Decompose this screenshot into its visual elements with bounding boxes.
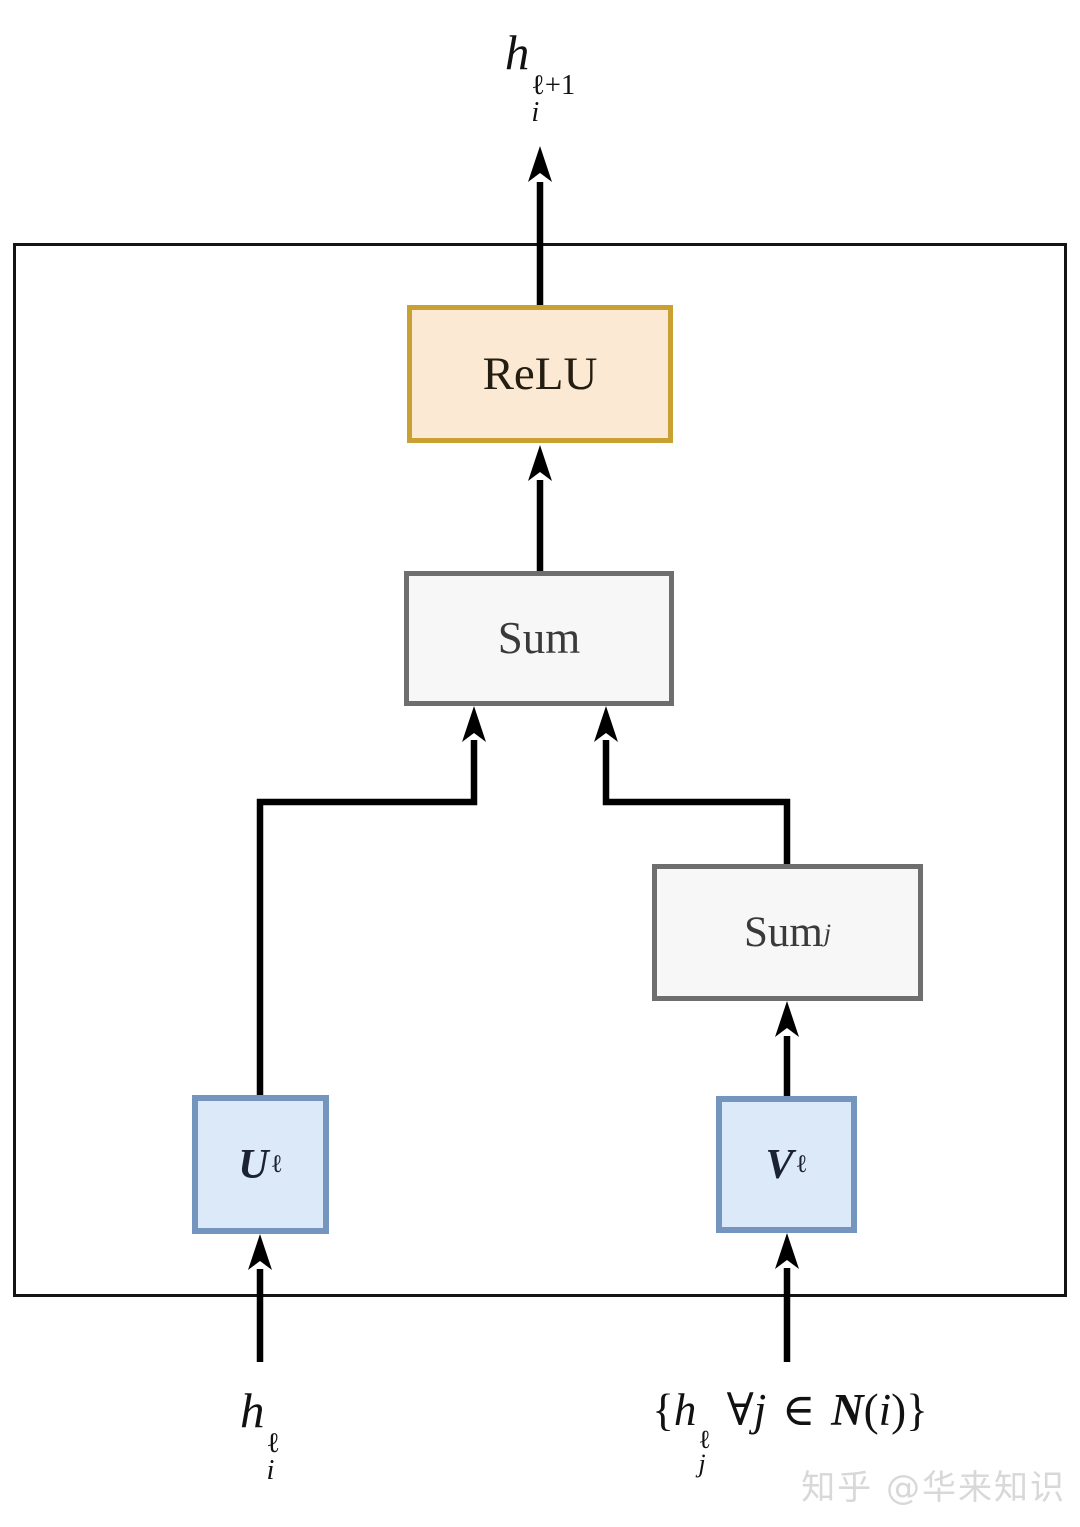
u-weight-superscript: ℓ: [270, 1150, 283, 1178]
paren-open: (: [863, 1385, 879, 1435]
set-close-brace: }: [906, 1385, 928, 1435]
set-open-brace: {: [652, 1385, 674, 1435]
u-weight-base: U: [238, 1141, 269, 1188]
element-of-symbol: ∈: [782, 1385, 816, 1435]
paren-close: ): [891, 1385, 907, 1435]
relu-block: ReLU: [407, 305, 673, 443]
output-label-base: h: [504, 25, 530, 80]
watermark-text: 知乎 @华来知识: [801, 1468, 1066, 1508]
forall-symbol: ∀: [726, 1385, 754, 1435]
set-superscript: ℓ: [698, 1424, 711, 1454]
sum-j-block-subscript: j: [823, 917, 832, 947]
node-variable: i: [878, 1385, 892, 1435]
input-left-base: h: [239, 1383, 265, 1438]
output-label-superscript: ℓ+1: [531, 69, 576, 101]
input-left-subscript: i: [266, 1454, 275, 1486]
v-weight-base: V: [765, 1141, 794, 1188]
set-subscript: j: [698, 1449, 706, 1479]
output-arrowhead: [528, 146, 552, 182]
set-base: h: [673, 1385, 697, 1435]
sum-block-label: Sum: [497, 613, 581, 663]
forall-variable: j: [753, 1385, 767, 1435]
v-weight-superscript: ℓ: [795, 1150, 808, 1178]
sum-block: Sum: [404, 571, 674, 706]
input-left-superscript: ℓ: [266, 1427, 281, 1459]
neighborhood-symbol: N: [831, 1385, 864, 1435]
sum-j-block-label: Sum: [743, 909, 823, 956]
relu-block-label: ReLU: [482, 347, 598, 400]
output-label-subscript: i: [531, 96, 540, 128]
